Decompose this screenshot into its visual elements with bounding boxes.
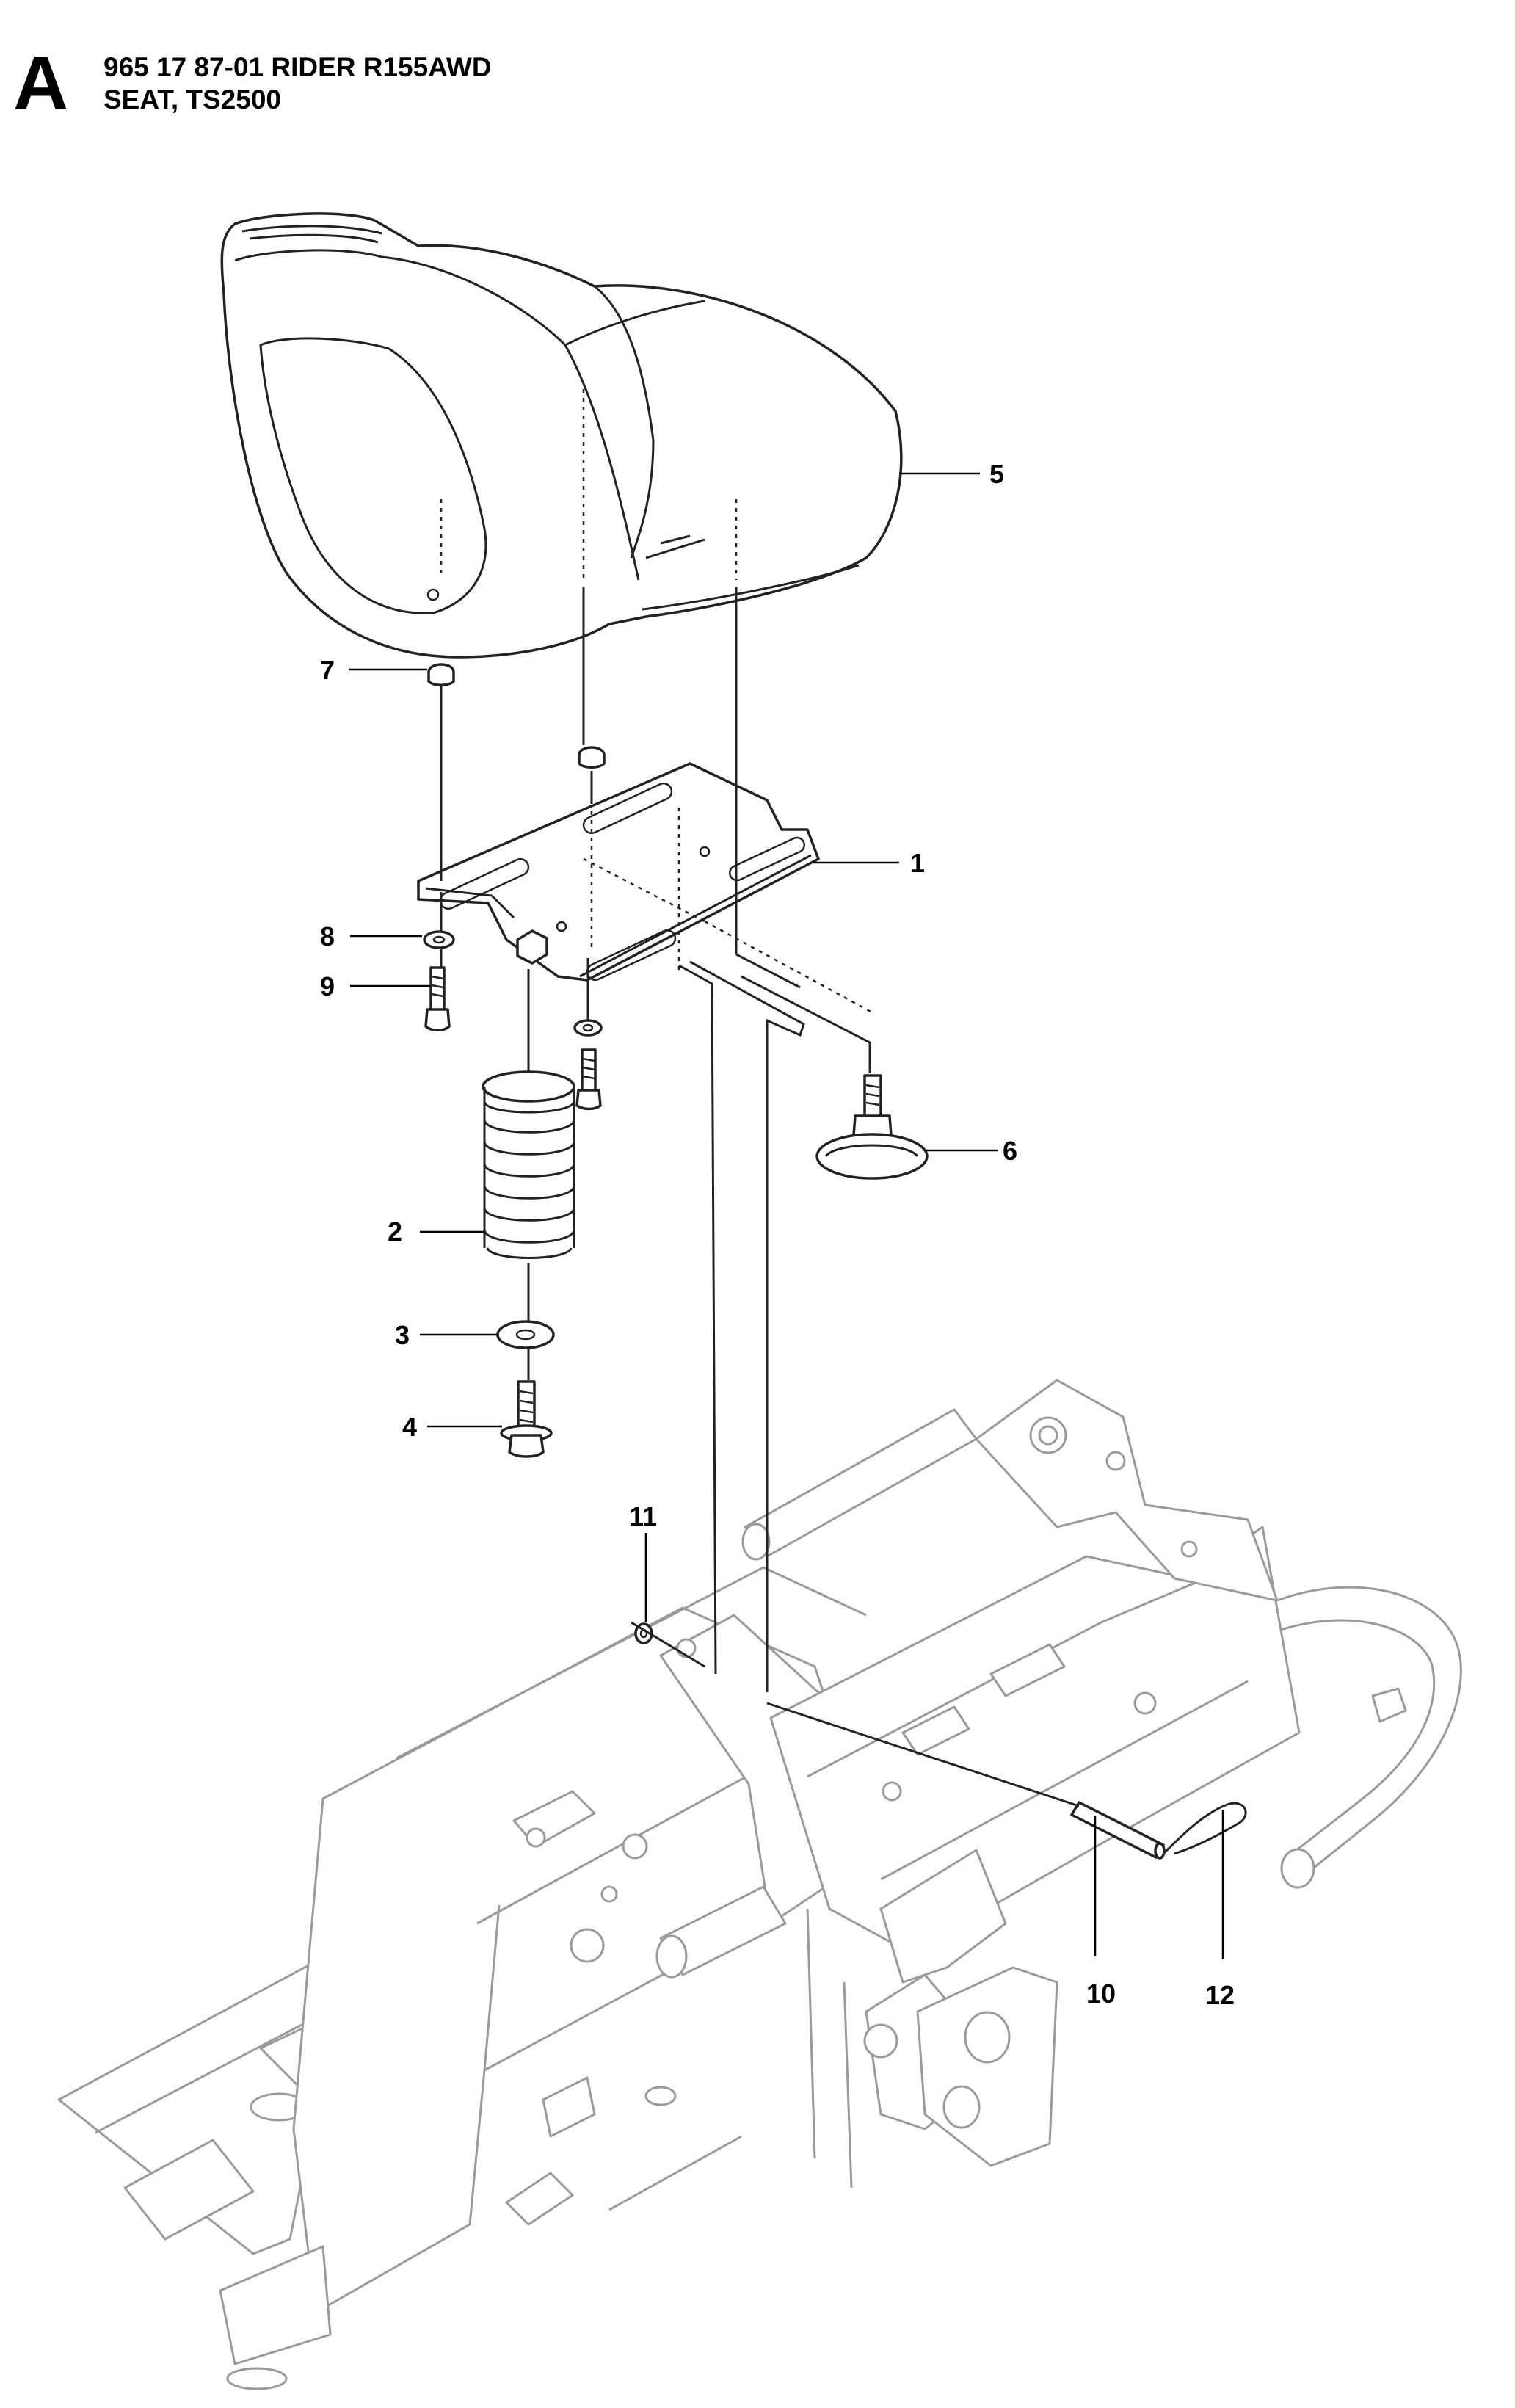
callout-11: 11 — [629, 1501, 657, 1622]
callout-label-7: 7 — [320, 655, 335, 685]
callout-2: 2 — [388, 1216, 484, 1247]
callout-label-1: 1 — [910, 848, 925, 878]
flange-nut-center — [578, 746, 606, 769]
callout-7: 7 — [320, 655, 427, 685]
part-2-coil-spring — [482, 1070, 575, 1259]
assembly-lines — [440, 389, 1080, 1807]
part-8-washer — [423, 930, 455, 949]
callout-label-2: 2 — [388, 1216, 402, 1247]
callout-3: 3 — [395, 1320, 498, 1350]
part-6-adjustment-knob — [815, 1074, 929, 1180]
chassis-frame — [57, 1379, 1462, 2390]
model-title: 965 17 87-01 RIDER R155AWD — [103, 52, 492, 82]
washer-center — [573, 1019, 603, 1037]
part-9-bolt — [424, 966, 451, 1031]
assembly-title: SEAT, TS2500 — [103, 84, 281, 115]
callout-label-4: 4 — [402, 1412, 417, 1442]
bolt-center — [575, 1048, 602, 1111]
section-letter: A — [13, 41, 69, 126]
callout-6: 6 — [926, 1136, 1017, 1166]
callout-label-12: 12 — [1205, 1980, 1235, 2010]
callout-5: 5 — [899, 459, 1004, 489]
part-4-flange-bolt — [500, 1380, 553, 1458]
callout-4: 4 — [402, 1412, 502, 1442]
title-block: 965 17 87-01 RIDER R155AWD SEAT, TS2500 — [103, 51, 492, 116]
callout-label-10: 10 — [1086, 1979, 1116, 2009]
callout-label-6: 6 — [1003, 1136, 1017, 1166]
callout-12: 12 — [1205, 1810, 1235, 2010]
callout-9: 9 — [320, 971, 430, 1001]
callout-label-11: 11 — [629, 1501, 657, 1531]
callout-label-9: 9 — [320, 971, 335, 1001]
part-7-flange-nut — [427, 663, 455, 686]
seat-base-plate — [417, 762, 820, 982]
callout-10: 10 — [1086, 1816, 1116, 2009]
callout-label-3: 3 — [395, 1320, 410, 1350]
callout-1: 1 — [813, 848, 925, 878]
callout-8: 8 — [320, 921, 422, 951]
callout-label-8: 8 — [320, 921, 335, 951]
part-12-hair-pin-clip — [1162, 1802, 1247, 1855]
part-3-large-washer — [496, 1320, 555, 1349]
callout-label-5: 5 — [989, 459, 1004, 489]
seat-cushion — [220, 212, 903, 659]
